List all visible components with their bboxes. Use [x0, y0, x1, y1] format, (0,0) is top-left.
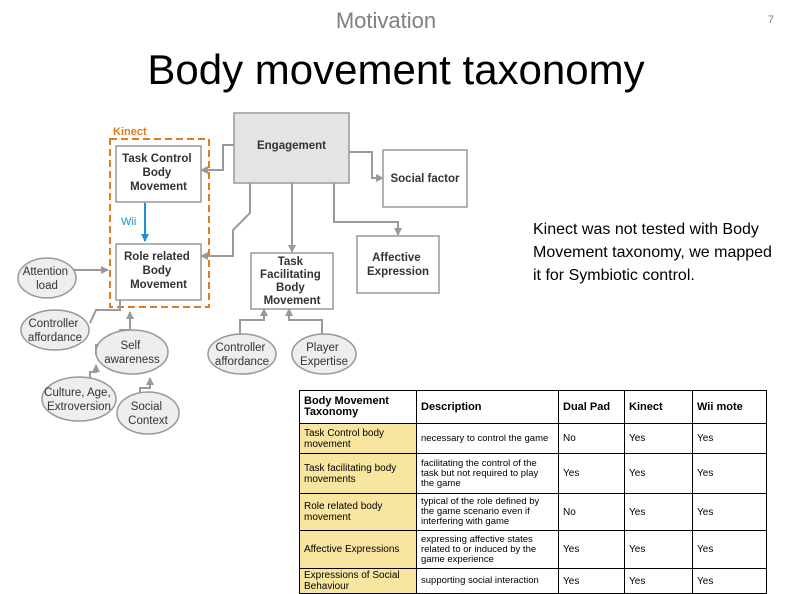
- table-cell: Yes: [624, 530, 693, 569]
- slide-title: Body movement taxonomy: [147, 46, 645, 93]
- role-related-label: Role related Body Movement: [124, 251, 193, 291]
- table-cell: supporting social interaction: [416, 568, 559, 594]
- table-cell: Yes: [624, 423, 693, 454]
- task-facilitating-label: Task Facilitating Body Movement: [260, 256, 324, 307]
- table-cell: Yes: [624, 568, 693, 594]
- social-factor-box: [382, 149, 468, 208]
- self-awareness-node: [95, 329, 169, 375]
- table-cell: Yes: [558, 530, 625, 569]
- table-cell: Yes: [692, 423, 767, 454]
- kinect-note: Kinect was not tested with Body Movement…: [533, 221, 772, 284]
- table-cell: Task Control body movement: [299, 423, 417, 454]
- table-row: Task Control body movement necessary to …: [299, 423, 767, 454]
- table-cell: Yes: [692, 453, 767, 494]
- kinect-region: [109, 138, 210, 308]
- role-related-box: [115, 243, 202, 301]
- table-cell: No: [558, 423, 625, 454]
- social-context-label: Social Context: [128, 401, 168, 427]
- affective-expression-box: [356, 235, 440, 294]
- taxonomy-table: Body Movement Taxonomy Description Dual …: [299, 390, 767, 594]
- header-wii-mote: Wii mote: [692, 390, 767, 424]
- table-row: Expressions of Social Behaviour supporti…: [299, 568, 767, 594]
- table-row: Task facilitating body movements facilit…: [299, 453, 767, 494]
- attention-load-label: Attention load: [23, 266, 72, 292]
- table-row: Affective Expressions expressing affecti…: [299, 530, 767, 569]
- header-dual-pad: Dual Pad: [558, 390, 625, 424]
- table-cell: Yes: [558, 453, 625, 494]
- social-factor-label: Social factor: [390, 173, 460, 185]
- table-cell: Yes: [624, 453, 693, 494]
- header-kinect: Kinect: [624, 390, 693, 424]
- task-facilitating-box: [250, 252, 334, 310]
- header-taxonomy: Body Movement Taxonomy: [299, 390, 417, 424]
- table-row: Role related body movement typical of th…: [299, 493, 767, 531]
- controller-affordance-mid-node: [207, 333, 277, 375]
- table-cell: Yes: [624, 493, 693, 531]
- table-cell: facilitating the control of the task but…: [416, 453, 559, 494]
- header-description: Description: [416, 390, 559, 424]
- task-control-box: [115, 145, 202, 203]
- page-number: 7: [767, 14, 774, 26]
- controller-affordance-mid-label: Controller affordance: [215, 342, 269, 368]
- culture-label: Culture, Age, Extroversion: [44, 387, 114, 413]
- table-cell: Expressions of Social Behaviour: [299, 568, 417, 594]
- engagement-label: Engagement: [257, 140, 326, 152]
- kinect-label: Kinect: [113, 126, 147, 138]
- table-cell: Role related body movement: [299, 493, 417, 531]
- table-cell: Yes: [692, 493, 767, 531]
- controller-affordance-left-node: [20, 309, 90, 351]
- table-cell: expressing affective states related to o…: [416, 530, 559, 569]
- player-expertise-node: [291, 333, 357, 375]
- table-cell: No: [558, 493, 625, 531]
- table-cell: Task facilitating body movements: [299, 453, 417, 494]
- culture-node: [41, 376, 117, 422]
- controller-affordance-left-label: Controller affordance: [28, 318, 82, 344]
- attention-load-node: [17, 257, 77, 299]
- engagement-box: [233, 112, 350, 184]
- table-cell: Yes: [692, 568, 767, 594]
- affective-expression-label: Affective Expression: [367, 252, 429, 278]
- slide-subtitle: Motivation: [335, 8, 437, 33]
- player-expertise-label: Player Expertise: [300, 342, 348, 368]
- self-awareness-label: Self awareness: [104, 340, 160, 366]
- table-cell: Affective Expressions: [299, 530, 417, 569]
- wii-label: Wii: [121, 216, 136, 228]
- table-cell: Yes: [558, 568, 625, 594]
- social-context-node: [116, 391, 180, 435]
- task-control-label: Task Control Body Movement: [122, 153, 195, 193]
- table-cell: necessary to control the game: [416, 423, 559, 454]
- table-cell: typical of the role defined by the game …: [416, 493, 559, 531]
- table-cell: Yes: [692, 530, 767, 569]
- table-header-row: Body Movement Taxonomy Description Dual …: [299, 390, 767, 424]
